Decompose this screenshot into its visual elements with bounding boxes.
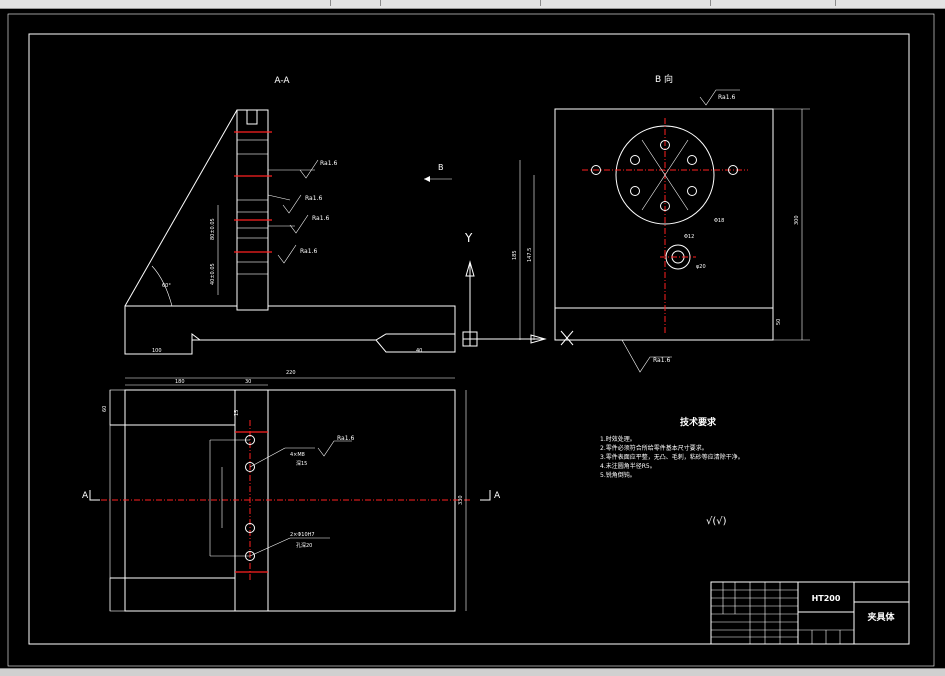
dimension-label: 40 — [416, 348, 422, 354]
svg-text:40±0.05: 40±0.05 — [210, 263, 216, 285]
dimension-label: 60 — [102, 406, 108, 412]
svg-text:孔深20: 孔深20 — [296, 542, 312, 549]
svg-text:80±0.05: 80±0.05 — [210, 218, 216, 240]
svg-text:185: 185 — [512, 250, 518, 260]
svg-text:深15: 深15 — [296, 460, 307, 467]
section-mark-label: A — [494, 491, 501, 501]
tech-requirement-item: 1.时效处理。 — [600, 435, 636, 443]
section-aa-view: A-A 60° 80±0.05 40±0.05 Ra1.6 Ra1.6 Ra1.… — [124, 76, 456, 355]
view-b: B 向 185 147.5 300 50 Ra1.6 Ra1.6 Φ12 — [512, 73, 810, 373]
svg-text:φ20: φ20 — [696, 264, 706, 270]
cad-drawing: A-A 60° 80±0.05 40±0.05 Ra1.6 Ra1.6 Ra1.… — [7, 13, 935, 667]
tech-requirements-title: 技术要求 — [680, 416, 717, 428]
tech-requirement-item: 5.锐角倒钝。 — [600, 471, 636, 479]
axis-y-label: Y — [464, 231, 473, 245]
svg-text:Ra1.6: Ra1.6 — [337, 435, 354, 442]
drawing-canvas[interactable]: A-A 60° 80±0.05 40±0.05 Ra1.6 Ra1.6 Ra1.… — [0, 9, 945, 675]
roughness-label: Ra1.6 — [300, 248, 317, 255]
dimension-label: 100 — [152, 348, 162, 354]
material-label: HT200 — [812, 594, 841, 603]
arrow-b-label: B — [438, 163, 444, 172]
dimension-label: 30 — [245, 379, 251, 385]
svg-text:2×Φ10H7: 2×Φ10H7 — [290, 532, 315, 538]
toolbar-segment[interactable] — [330, 0, 381, 6]
toolbar-segment[interactable] — [540, 0, 711, 6]
toolbar-segment[interactable] — [380, 0, 541, 6]
section-mark-label: A — [82, 491, 89, 501]
dimension-label: 330 — [458, 495, 464, 505]
svg-text:300: 300 — [794, 215, 800, 225]
dimension-label: 180 — [175, 379, 185, 385]
roughness-note: √(√) — [706, 516, 727, 527]
toolbar-segment[interactable] — [710, 0, 836, 6]
ucs-icon: Y — [462, 231, 574, 347]
svg-text:Φ18: Φ18 — [714, 218, 724, 224]
roughness-label: Ra1.6 — [305, 195, 322, 202]
drawing-frame — [28, 33, 910, 645]
svg-text:147.5: 147.5 — [527, 248, 533, 262]
dimension-label: 220 — [286, 370, 296, 376]
outer-border — [7, 13, 935, 667]
roughness-label: Ra1.6 — [312, 215, 329, 222]
view-direction-b: B — [424, 163, 452, 182]
svg-text:4×M8: 4×M8 — [290, 452, 305, 458]
svg-text:Φ12: Φ12 — [684, 234, 694, 240]
roughness-label: Ra1.6 — [320, 160, 337, 167]
plan-view: 220 180 30 330 60 15 4×M8 深15 Ra1.6 2×Φ1… — [82, 370, 501, 612]
toolbar-segment[interactable] — [0, 0, 331, 6]
roughness-label: Ra1.6 — [653, 357, 670, 364]
status-bar — [0, 668, 945, 676]
section-aa-label: A-A — [274, 76, 290, 86]
toolbar — [0, 0, 945, 9]
part-name-label: 夹具体 — [867, 611, 895, 623]
tech-requirement-item: 4.未注圆角半径R5。 — [600, 462, 656, 470]
svg-text:60°: 60° — [162, 283, 171, 289]
svg-text:50: 50 — [776, 319, 782, 325]
roughness-label: Ra1.6 — [718, 94, 735, 101]
tech-requirement-item: 2.零件必须符合所给零件基本尺寸要求。 — [600, 444, 708, 452]
svg-text:15: 15 — [234, 410, 240, 416]
tech-requirement-item: 3.零件表面应平整，无凸、毛刺，粘砂等应清除干净。 — [600, 453, 744, 461]
tech-requirements: 技术要求 1.时效处理。 2.零件必须符合所给零件基本尺寸要求。 3.零件表面应… — [600, 416, 744, 527]
view-b-label: B 向 — [655, 73, 673, 85]
title-block: HT200 夹具体 — [710, 581, 910, 645]
